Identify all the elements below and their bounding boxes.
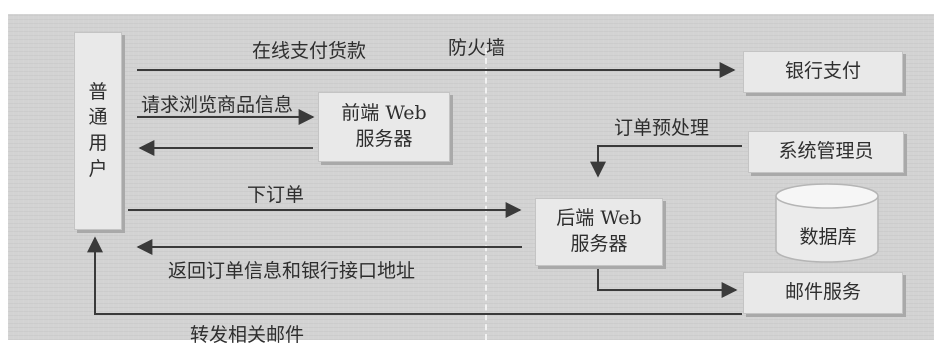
edge-label-pay-online: 在线支付货款 [252,40,367,62]
edge-label-order-preprocess: 订单预处理 [614,117,710,139]
system-admin-label: 系统管理员 [778,140,874,163]
arrow-backend-to-mail [597,266,738,298]
backend-web-server-label: 后端 Web 服务器 [556,207,642,255]
firewall-line [485,48,487,340]
backend-web-server-node: 后端 Web 服务器 [535,198,663,266]
arrow-forward-mail [87,236,742,315]
edge-label-return-order-info: 返回订单信息和银行接口地址 [168,260,416,282]
firewall-label: 防火墙 [448,37,506,59]
arrow-order-preprocess [590,145,742,178]
frontend-web-server-label: 前端 Web 服务器 [341,102,427,150]
mail-service-node: 邮件服务 [743,272,903,314]
database-cylinder [775,183,879,263]
user-char-3: 用 [88,132,108,154]
user-node: 普 通 用 户 [74,32,122,230]
user-char-2: 通 [88,106,108,129]
system-admin-node: 系统管理员 [748,131,904,173]
frontend-web-server-node: 前端 Web 服务器 [318,92,450,162]
edge-label-forward-mail: 转发相关邮件 [190,324,305,346]
user-char-1: 普 [88,80,108,103]
edge-label-place-order: 下订单 [247,184,305,206]
bank-payment-label: 银行支付 [784,60,861,83]
bank-payment-node: 银行支付 [743,51,903,93]
database-label: 数据库 [799,226,857,248]
user-char-4: 户 [88,157,108,180]
edge-label-browse-request: 请求浏览商品信息 [141,94,294,116]
mail-service-label: 邮件服务 [784,281,861,304]
